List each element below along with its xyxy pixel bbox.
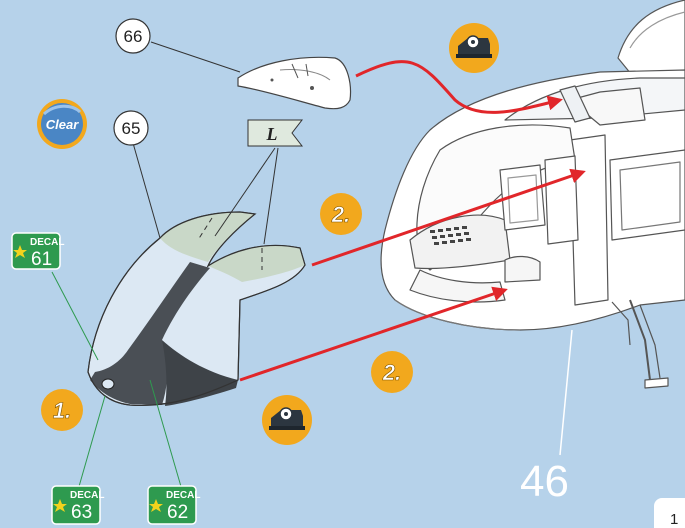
- tape-dispenser-icon: [449, 23, 499, 73]
- svg-text:66: 66: [124, 27, 143, 46]
- svg-text:63: 63: [71, 502, 92, 523]
- helicopter-fuselage: [381, 0, 685, 388]
- decal-tag-61: DECAL 61: [12, 233, 64, 270]
- part-number-66: 66: [116, 19, 150, 53]
- svg-text:1.: 1.: [53, 398, 71, 423]
- tape-dispenser-icon-lower: [262, 395, 312, 445]
- leader-line-46: [560, 330, 572, 455]
- left-side-flag: L: [248, 120, 302, 146]
- step-badge-2-upper: 2.: [320, 193, 362, 235]
- svg-text:65: 65: [122, 119, 141, 138]
- windshield-top-part-66: [238, 57, 350, 108]
- step-badge-2-lower: 2.: [371, 351, 413, 393]
- windshield-part-65: [88, 212, 305, 406]
- svg-text:DECAL: DECAL: [166, 490, 200, 501]
- svg-text:DECAL: DECAL: [70, 490, 104, 501]
- step-badge-1: 1.: [41, 389, 83, 431]
- part-number-65: 65: [114, 111, 148, 145]
- clear-paint-badge: Clear: [37, 99, 87, 149]
- svg-text:Clear: Clear: [46, 117, 79, 132]
- part-number-46: 46: [520, 457, 569, 506]
- svg-text:DECAL: DECAL: [30, 237, 64, 248]
- page-number-badge: 1: [654, 498, 685, 528]
- svg-text:L: L: [266, 124, 278, 144]
- decal-tag-62: DECAL 62: [148, 486, 200, 524]
- svg-text:2.: 2.: [331, 202, 350, 227]
- svg-text:62: 62: [167, 502, 188, 523]
- svg-text:2.: 2.: [382, 360, 401, 385]
- decal-tag-63: DECAL 63: [52, 486, 104, 524]
- svg-text:1: 1: [670, 511, 678, 528]
- svg-text:61: 61: [31, 249, 52, 270]
